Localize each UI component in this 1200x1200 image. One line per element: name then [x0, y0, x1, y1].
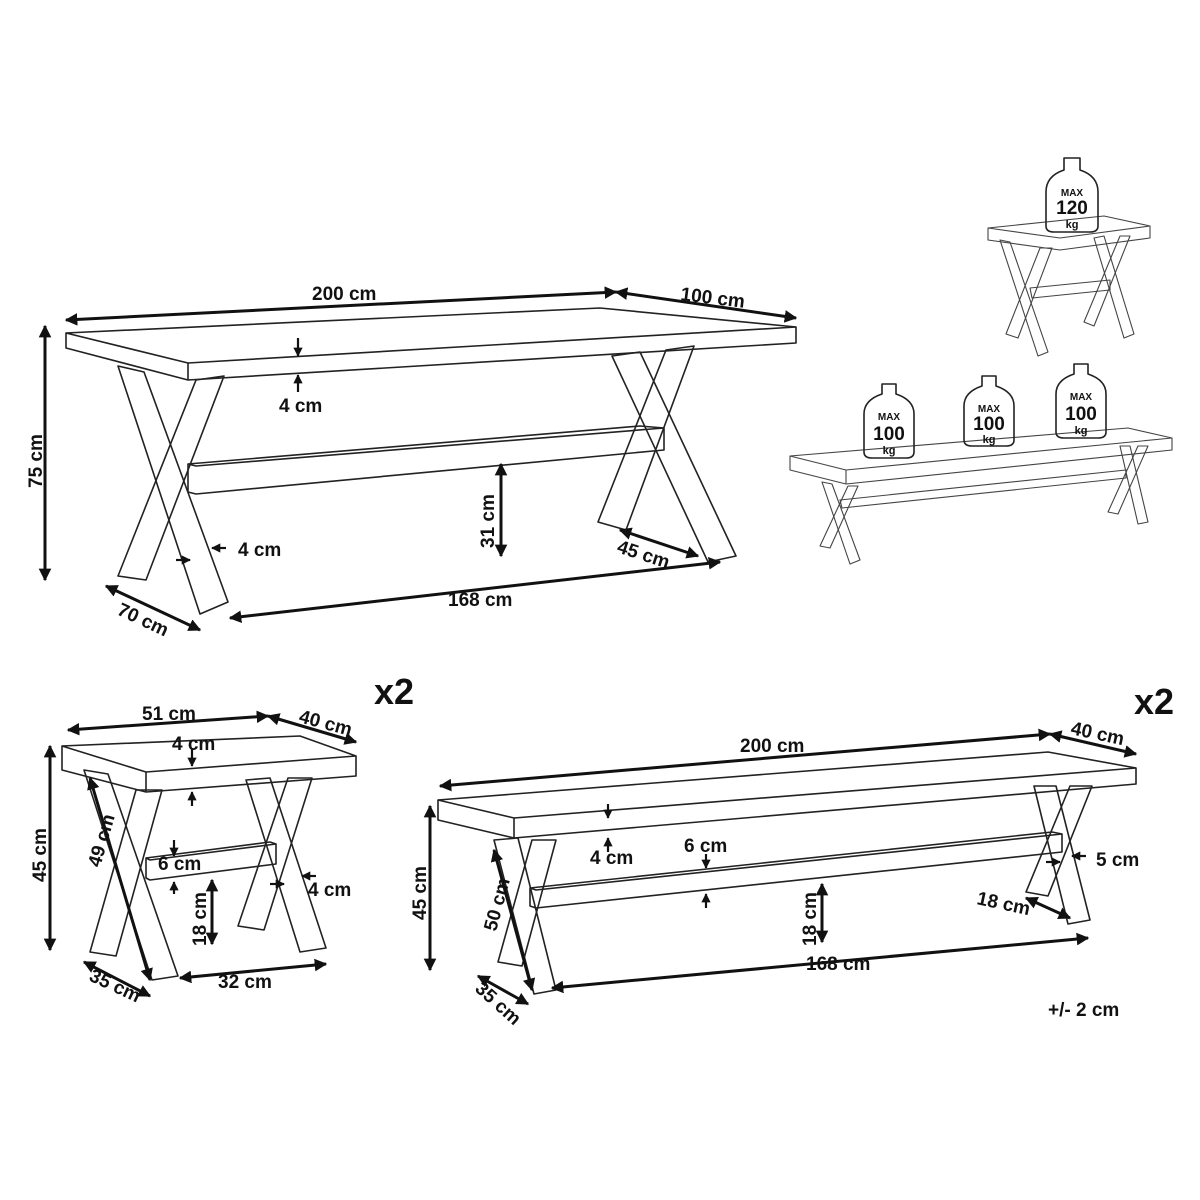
bench-length-label: 200 cm: [740, 736, 804, 757]
bench-middle-badge-value: 100: [973, 414, 1005, 435]
table-inner-span-label: 168 cm: [448, 590, 512, 611]
weight-badge-icon: MAX 100 kg: [963, 375, 1015, 447]
stool-badge-value: 120: [1056, 198, 1088, 219]
bench-stretcher-height-label: 18 cm: [800, 892, 821, 946]
weight-badge-icon: MAX 100 kg: [1055, 363, 1107, 439]
bench-quantity: x2: [1134, 681, 1174, 722]
table-length-label: 200 cm: [312, 284, 376, 305]
stool-stretcher-height-label: 18 cm: [190, 892, 211, 946]
table-stretcher-height-label: 31 cm: [478, 494, 499, 548]
stool-badge-unit: kg: [1066, 219, 1079, 231]
stool-stretcher-thickness-label: 6 cm: [158, 854, 201, 875]
bench-dimensions: x2 200 cm 40 cm 45 cm 4 cm 6 cm 5 cm 50 …: [410, 681, 1174, 1030]
stool-dimensions: x2 51 cm 40 cm 45 cm 4 cm 49 cm 6 cm 4 c…: [30, 671, 414, 1007]
bench-load-illustration: MAX 100 kg MAX 100 kg MAX 100 kg: [789, 363, 1173, 565]
bench-right-badge-top: MAX: [1070, 392, 1093, 403]
stool-leg-spread-label: 35 cm: [86, 965, 144, 1007]
stool-depth-label: 40 cm: [297, 707, 354, 741]
bench-left-badge-unit: kg: [883, 445, 896, 457]
bench-middle-badge-top: MAX: [978, 404, 1001, 415]
bench-left-badge-top: MAX: [878, 412, 901, 423]
stool-load-illustration: MAX 120 kg: [987, 157, 1151, 357]
stool-top-thickness-label: 4 cm: [172, 734, 215, 755]
table-dimensions: 200 cm 100 cm 75 cm 4 cm 4 cm 31 cm 45 c…: [26, 284, 798, 641]
table-depth-label: 100 cm: [679, 284, 746, 313]
table-leg-spread-label: 70 cm: [114, 599, 172, 641]
bench-right-badge-value: 100: [1065, 404, 1097, 425]
stool-quantity: x2: [374, 671, 414, 712]
dining-table-drawing: [65, 307, 797, 615]
stool-height-label: 45 cm: [30, 828, 51, 882]
stool-badge-top: MAX: [1061, 188, 1084, 199]
bench-top-thickness-label: 4 cm: [590, 848, 633, 869]
bench-leg-thickness-label: 5 cm: [1096, 850, 1139, 871]
weight-badge-icon: MAX 100 kg: [863, 383, 915, 459]
stool-drawing: [61, 735, 357, 981]
bench-foot-depth-label: 18 cm: [975, 888, 1032, 920]
table-height-label: 75 cm: [26, 434, 47, 488]
stool-inner-span-label: 32 cm: [218, 972, 272, 993]
tolerance-note: +/- 2 cm: [1048, 1000, 1119, 1021]
bench-stretcher-thickness-label: 6 cm: [684, 836, 727, 857]
bench-left-badge-value: 100: [873, 424, 905, 445]
bench-inner-span-label: 168 cm: [806, 954, 870, 975]
table-leg-thickness-label: 4 cm: [238, 540, 281, 561]
bench-drawing: [437, 751, 1137, 995]
table-top-thickness-label: 4 cm: [279, 396, 322, 417]
weight-badge-icon: MAX 120 kg: [1045, 157, 1099, 233]
stool-leg-thickness-label: 4 cm: [308, 880, 351, 901]
stool-length-label: 51 cm: [142, 704, 196, 725]
bench-right-badge-unit: kg: [1075, 425, 1088, 437]
bench-middle-badge-unit: kg: [983, 434, 996, 446]
bench-height-label: 45 cm: [410, 866, 431, 920]
